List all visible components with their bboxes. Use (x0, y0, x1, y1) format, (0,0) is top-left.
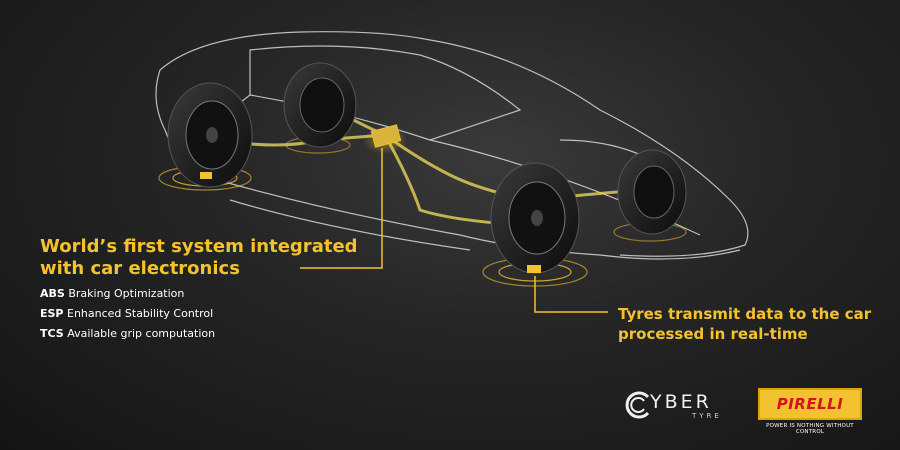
control-unit (363, 124, 407, 154)
feature-list: ABS Braking Optimization ESP Enhanced St… (40, 287, 215, 347)
tyre-front-right (490, 162, 580, 274)
feature-text: Enhanced Stability Control (67, 307, 214, 320)
feature-code: TCS (40, 327, 64, 340)
callout-lines (300, 148, 608, 313)
feature-code: ABS (40, 287, 65, 300)
feature-esp: ESP Enhanced Stability Control (40, 307, 215, 320)
headline-line-2: with car electronics (40, 258, 240, 279)
transmit-caption: Tyres transmit data to the car processed… (618, 304, 871, 344)
feature-text: Available grip computation (67, 327, 216, 340)
feature-tcs: TCS Available grip computation (40, 327, 215, 340)
tyre-rear-left (283, 62, 357, 148)
transmit-line-2: processed in real-time (618, 325, 808, 343)
sensor-chips (200, 172, 541, 273)
feature-code: ESP (40, 307, 64, 320)
headline-line-1: World’s first system integrated (40, 236, 358, 257)
tyre-rear-right (617, 149, 687, 235)
cyber-c-icon (625, 391, 650, 419)
cyber-sub: TYRE (692, 412, 722, 420)
pirelli-box: PIRELLI (758, 388, 862, 420)
cyber-tyre-logo: YBER TYRE (624, 388, 734, 422)
feature-text: Braking Optimization (68, 287, 185, 300)
pirelli-word: PIRELLI (776, 395, 844, 413)
pirelli-logo: PIRELLI POWER IS NOTHING WITHOUT CONTROL (758, 388, 862, 435)
cyber-word: YBER (650, 391, 712, 413)
headline: World’s first system integrated with car… (40, 236, 358, 280)
pirelli-tagline: POWER IS NOTHING WITHOUT CONTROL (766, 423, 854, 435)
tyre-front-left (167, 82, 253, 188)
feature-abs: ABS Braking Optimization (40, 287, 215, 300)
transmit-line-1: Tyres transmit data to the car (618, 305, 872, 323)
